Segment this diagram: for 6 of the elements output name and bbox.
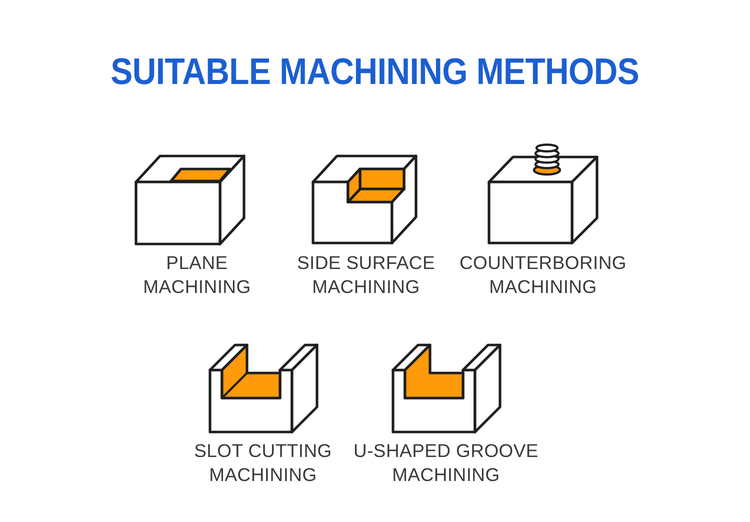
- title: SUITABLE MACHINING METHODS: [110, 52, 640, 92]
- caption: SIDE SURFACE MACHINING: [296, 251, 436, 299]
- caption: COUNTERBORING MACHINING: [458, 251, 628, 299]
- caption: PLANE MACHINING: [142, 251, 252, 299]
- caption: U-SHAPED GROOVE MACHINING: [352, 439, 540, 487]
- caption: SLOT CUTTING MACHINING: [193, 439, 333, 487]
